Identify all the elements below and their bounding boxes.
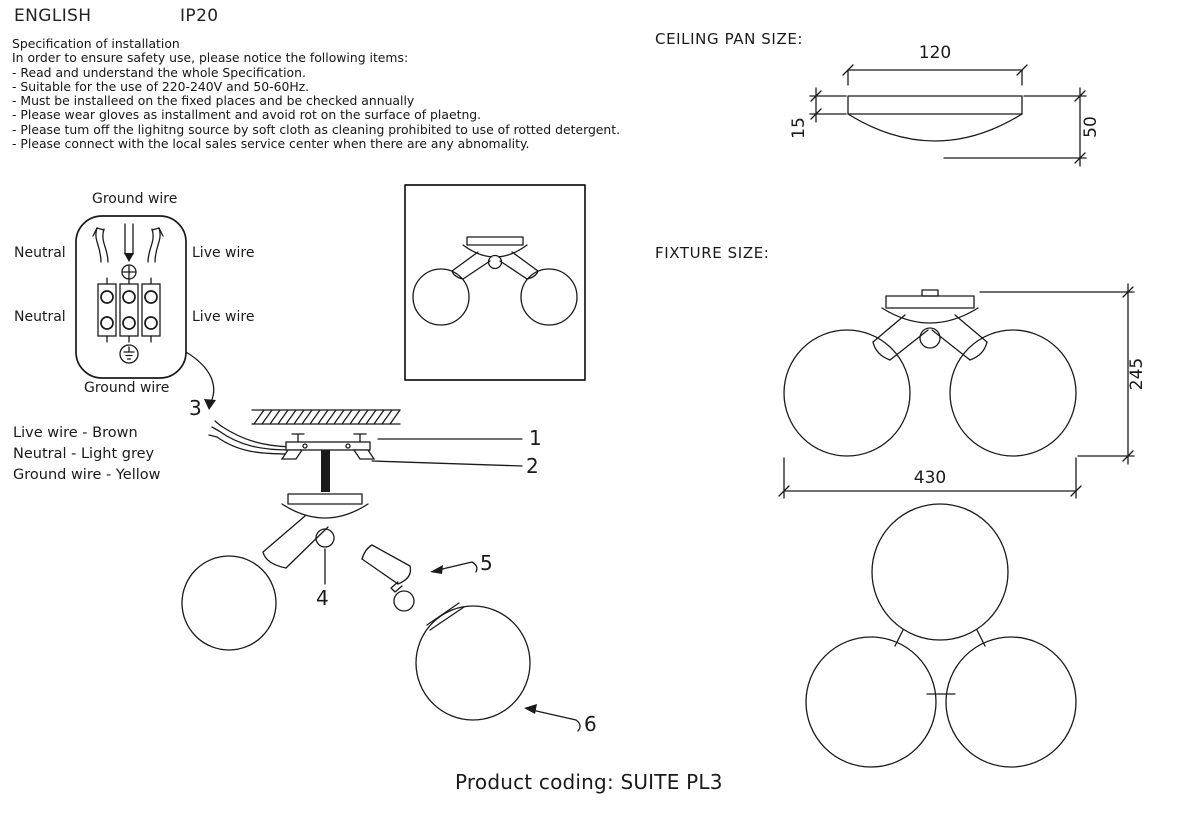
wire-color-legend: Live wire - Brown Neutral - Light grey G… xyxy=(13,423,161,486)
ip-rating: IP20 xyxy=(180,6,219,26)
language-title: ENGLISH xyxy=(14,6,92,26)
callout-6: 6 xyxy=(584,712,597,736)
label-live-wire-top: Live wire xyxy=(192,245,255,261)
section-fixture-size: FIXTURE SIZE: xyxy=(655,244,770,262)
label-live-wire-bottom: Live wire xyxy=(192,309,255,325)
callout-4: 4 xyxy=(316,586,329,610)
callout-1: 1 xyxy=(529,426,542,450)
ceiling-hatch xyxy=(251,409,401,425)
label-ground-wire-bottom: Ground wire xyxy=(84,380,170,396)
spec-intro: In order to ensure safety use, please no… xyxy=(12,50,409,66)
wiring-detail-diagram xyxy=(75,215,216,410)
legend-live: Live wire - Brown xyxy=(13,425,138,441)
spec-item: - Please wear gloves as installment and … xyxy=(12,107,482,123)
fixture-preview-box xyxy=(404,184,586,381)
spec-item: - Must be installeed on the fixed places… xyxy=(12,93,415,109)
spec-item: - Suitable for the use of 220-240V and 5… xyxy=(12,78,310,94)
spec-item: - Please tum off the lighitng source by … xyxy=(12,121,621,137)
product-coding: Product coding: SUITE PL3 xyxy=(455,770,723,794)
mounting-bracket xyxy=(208,420,523,492)
dim-pan-rim-height: 15 xyxy=(789,117,809,139)
legend-ground: Ground wire - Yellow xyxy=(13,467,161,483)
label-neutral-top: Neutral xyxy=(14,245,66,261)
section-ceiling-pan-size: CEILING PAN SIZE: xyxy=(655,30,804,48)
ceiling-pan-size-drawing: 120 15 50 xyxy=(789,43,1101,167)
dim-fixture-width: 430 xyxy=(914,468,946,488)
fixture-size-drawing: 245 430 xyxy=(778,283,1147,499)
spec-item: - Please connect with the local sales se… xyxy=(12,136,530,152)
fixture-assembly xyxy=(181,493,581,732)
legend-neutral: Neutral - Light grey xyxy=(13,446,155,462)
spec-item: - Read and understand the whole Specific… xyxy=(12,64,306,80)
callout-5: 5 xyxy=(480,551,493,575)
label-ground-wire-top: Ground wire xyxy=(92,191,178,207)
dim-pan-width: 120 xyxy=(919,43,951,63)
callout-3: 3 xyxy=(189,396,202,420)
callout-2: 2 xyxy=(526,454,539,478)
fixture-top-view xyxy=(805,503,1077,768)
dim-fixture-height: 245 xyxy=(1127,358,1147,390)
spec-title: Specification of installation xyxy=(12,36,180,51)
specification-block: Specification of installation In order t… xyxy=(12,36,657,152)
label-neutral-bottom: Neutral xyxy=(14,309,66,325)
dim-pan-height: 50 xyxy=(1081,116,1101,138)
